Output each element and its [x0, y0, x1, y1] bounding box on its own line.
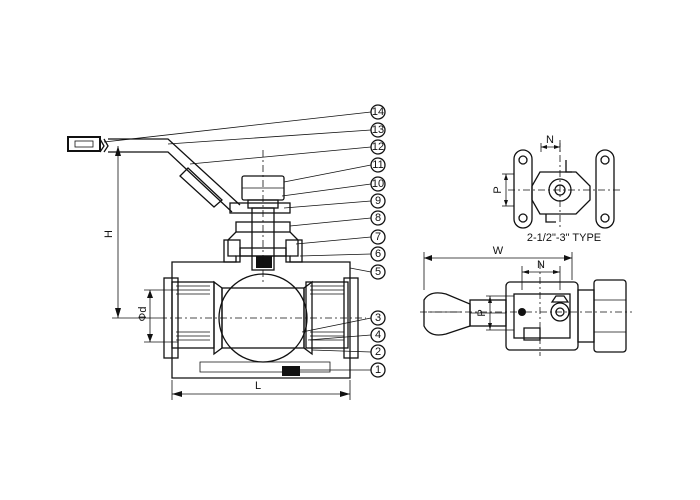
dim-p-label-bottom: P [476, 309, 488, 316]
part-number-11: 11 [372, 159, 383, 171]
mount-type-label: 2-1/2"-3" TYPE [527, 232, 601, 244]
dim-d-label: Φd [137, 307, 149, 322]
dim-l-label: L [255, 380, 261, 392]
part-number-2: 2 [375, 346, 381, 358]
part-number-13: 13 [372, 124, 384, 136]
part-number-12: 12 [372, 141, 384, 153]
dimension-h: H [103, 146, 160, 319]
dim-p-label-top: P [492, 186, 504, 193]
part-number-7: 7 [375, 231, 381, 243]
valve-section-view: H Φd L [67, 104, 386, 400]
part-number-5: 5 [375, 266, 381, 278]
part-number-3: 3 [375, 312, 381, 324]
part-number-9: 9 [375, 195, 381, 207]
dim-h-label: H [103, 230, 115, 238]
part-balloons: 14 13 12 11 10 9 8 7 6 5 3 4 2 [370, 104, 386, 378]
part-number-10: 10 [372, 178, 384, 190]
part-number-4: 4 [375, 329, 381, 341]
dimension-l: L [171, 380, 351, 400]
dim-n-label-top: N [546, 134, 554, 146]
valve-top-view: W N P [420, 245, 632, 356]
part-number-1: 1 [375, 364, 381, 376]
part-number-14: 14 [372, 106, 384, 118]
stem-assembly [223, 150, 303, 285]
dimension-d: Φd [137, 289, 178, 343]
dim-w-label: W [493, 245, 504, 257]
valve-body [160, 255, 366, 379]
part-number-6: 6 [375, 248, 381, 260]
handle [67, 136, 291, 214]
dim-n-label-bottom: N [537, 259, 545, 271]
mount-pad-view: N P 2-1/2"-3" TYPE [492, 134, 620, 244]
part-number-8: 8 [375, 212, 381, 224]
leader-lines [103, 111, 372, 371]
